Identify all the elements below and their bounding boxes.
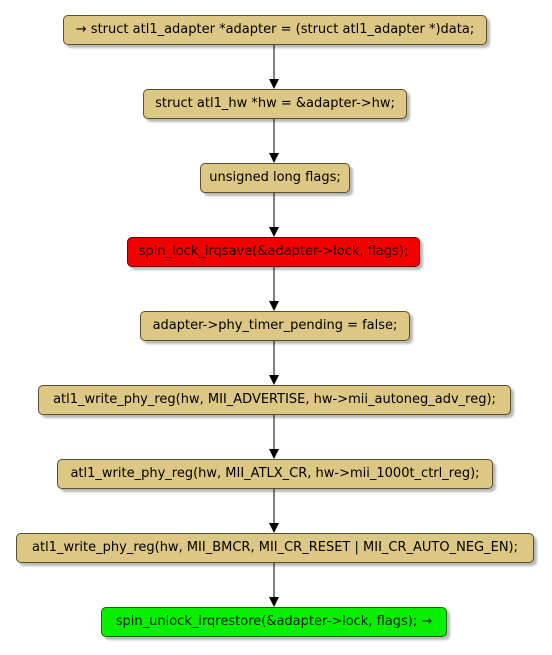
node-write-phy-advertise[interactable]: atl1_write_phy_reg(hw, MII_ADVERTISE, hw… — [38, 385, 511, 415]
node-spin-lock-irqsave[interactable]: spin_lock_irqsave(&adapter->lock, flags)… — [127, 237, 420, 267]
node-adapter-cast[interactable]: → struct atl1_adapter *adapter = (struct… — [63, 15, 487, 45]
node-write-phy-bmcr[interactable]: atl1_write_phy_reg(hw, MII_BMCR, MII_CR_… — [16, 533, 534, 563]
node-flags-decl[interactable]: unsigned long flags; — [200, 163, 350, 193]
node-phy-timer-pending[interactable]: adapter->phy_timer_pending = false; — [140, 311, 410, 341]
node-hw-assign[interactable]: struct atl1_hw *hw = &adapter->hw; — [143, 89, 407, 119]
node-write-phy-atlx-cr[interactable]: atl1_write_phy_reg(hw, MII_ATLX_CR, hw->… — [57, 459, 493, 489]
node-spin-unlock-irqrestore[interactable]: spin_unlock_irqrestore(&adapter->lock, f… — [101, 607, 447, 637]
